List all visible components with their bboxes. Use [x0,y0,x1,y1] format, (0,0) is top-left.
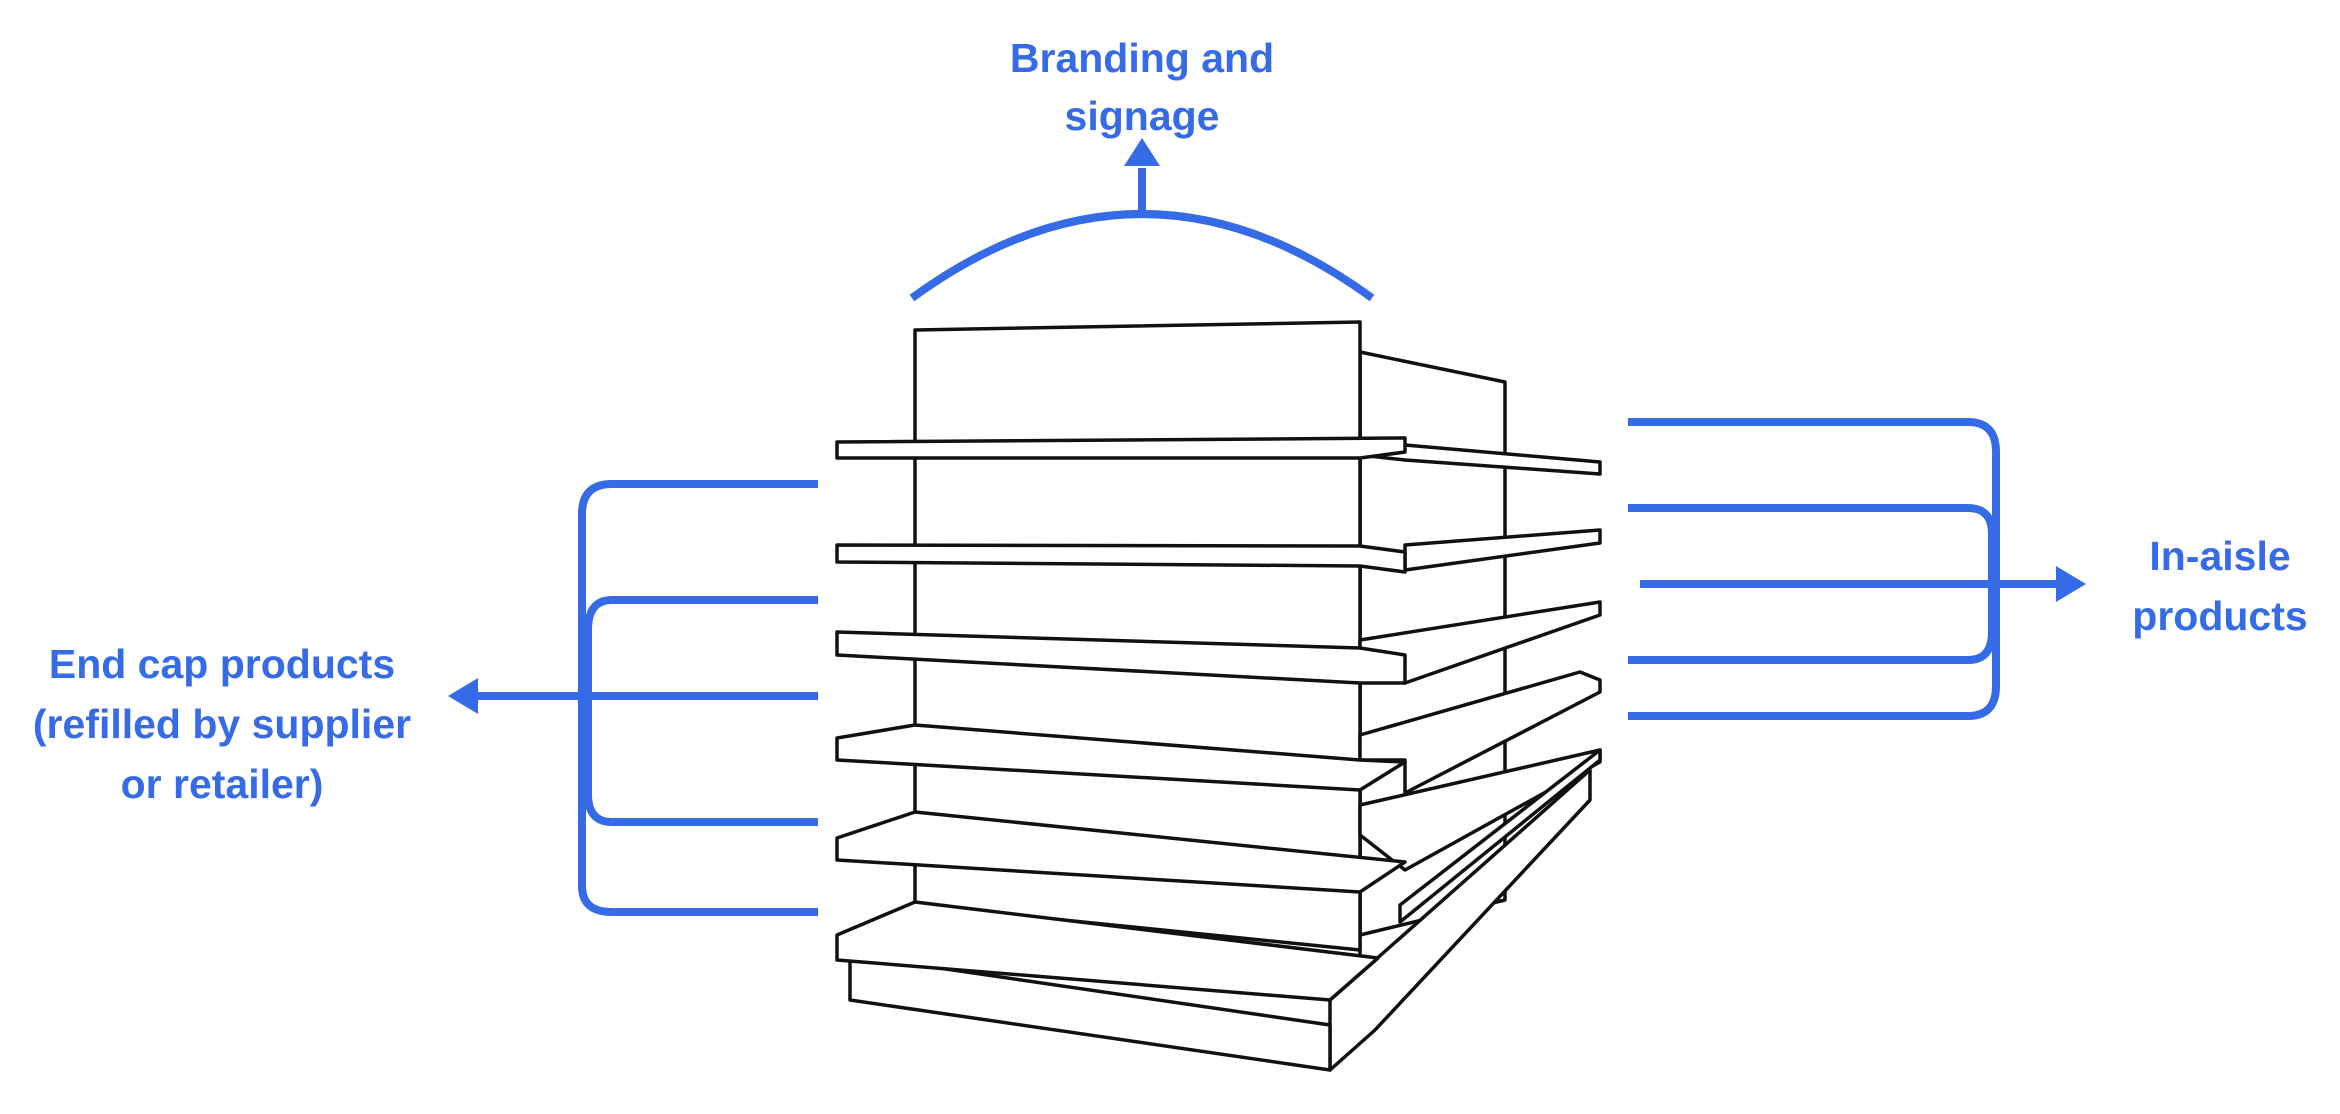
annotations: Branding and signage End cap products (r… [33,35,2308,916]
endcap-shelf [835,810,1407,894]
branding-arrow-head [1124,138,1160,166]
base-plinth-front [848,953,1332,1072]
in-aisle-shelves [1358,438,1602,924]
endcap-shelf [835,900,1380,1002]
branding-label-line-2: signage [1065,93,1220,139]
branding-arc [909,210,1375,302]
endcap-arrow-head [448,678,478,714]
shelving-unit [835,320,1602,1072]
endcap-label-line-2: (refilled by supplier [33,701,411,747]
in-aisle-label-line-1: In-aisle [2149,533,2290,579]
in-aisle-shelf [1398,748,1602,924]
branding-label-line-1: Branding and [1010,35,1274,81]
endcap-label-line-1: End cap products [49,641,395,687]
in-aisle-bracket [1628,418,2000,720]
endcap-shelf [835,630,1407,685]
in-aisle-arrow-head [2056,566,2086,602]
endcap-bracket-inner [584,596,818,826]
in-aisle-label-line-2: products [2132,593,2307,639]
endcap-backboard [913,320,1362,952]
in-aisle-shelf [1358,748,1602,872]
endcap-shelf [835,543,1407,574]
endcap-shelf [835,436,1407,460]
endcap-shelves [835,436,1407,1002]
endcap-label-line-3: or retailer) [121,761,324,807]
endcap-shelf [835,723,1407,792]
